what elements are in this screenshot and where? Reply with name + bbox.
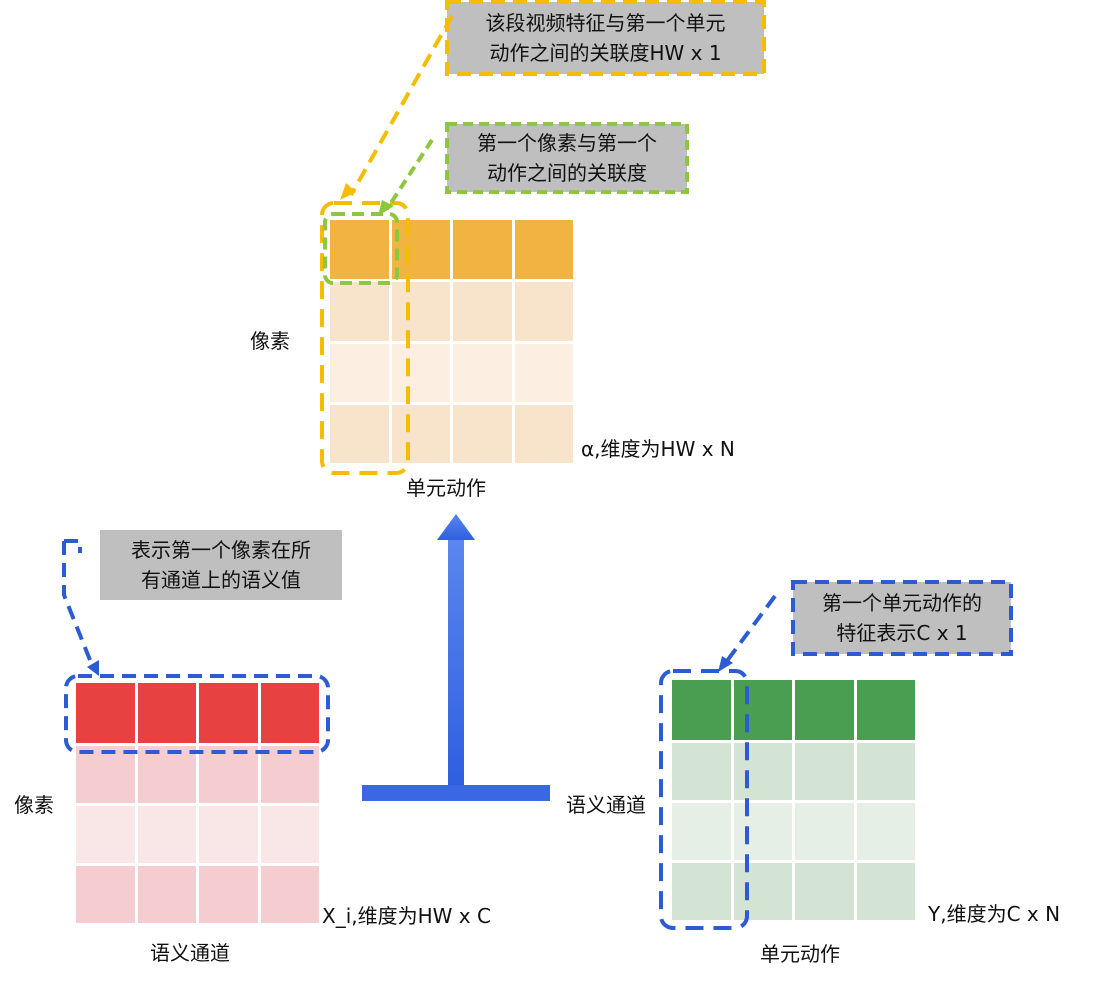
callout-pixel-unit-relation: 第一个像素与第一个 动作之间的关联度 — [447, 124, 687, 192]
pointer-arrow-video — [349, 15, 454, 196]
alpha-row-label: 像素 — [250, 329, 290, 353]
pointer-arrow-semantic-head — [87, 660, 99, 676]
x-cell-r3c3 — [199, 806, 258, 863]
alpha-cell-r3c3 — [453, 343, 512, 402]
y-cell-r2c3 — [795, 743, 854, 800]
x-cell-r3c2 — [137, 806, 196, 863]
pointer-arrow-pixel-head — [378, 200, 394, 216]
x-col-label: 语义通道 — [150, 941, 230, 965]
x-cell-r2c2 — [137, 746, 196, 803]
alpha-matrix — [330, 220, 573, 463]
alpha-cell-r1c3 — [453, 220, 512, 280]
callout-pixel-unit-relation-line1: 第一个像素与第一个 — [477, 131, 657, 155]
alpha-cell-r2c2 — [391, 282, 450, 341]
callout-video-unit-relation-line1: 该段视频特征与第一个单元 — [485, 11, 726, 35]
alpha-cell-r2c4 — [514, 282, 573, 341]
y-row-label: 语义通道 — [566, 793, 646, 817]
alpha-cell-r4c4 — [514, 404, 573, 463]
x-cell-r3c4 — [260, 806, 319, 863]
callout-pixel-semantic-values: 表示第一个像素在所 有通道上的语义值 — [100, 530, 342, 600]
y-cell-r3c1 — [672, 803, 731, 860]
callout-pixel-unit-relation-line2: 动作之间的关联度 — [487, 161, 647, 185]
y-cell-r2c2 — [733, 743, 792, 800]
x-cell-r2c1 — [76, 746, 135, 803]
x-cell-r1c1 — [76, 683, 135, 743]
callout-pixel-semantic-values-line2: 有通道上的语义值 — [141, 568, 301, 592]
y-cell-r1c1 — [672, 680, 731, 740]
callout-pixel-semantic-values-line1: 表示第一个像素在所 — [131, 538, 311, 562]
callout-unit-feature-line1: 第一个单元动作的 — [822, 591, 982, 615]
y-cell-r3c4 — [856, 803, 915, 860]
x-cell-r1c3 — [199, 683, 258, 743]
y-cell-r2c1 — [672, 743, 731, 800]
callout-video-unit-relation: 该段视频特征与第一个单元 动作之间的关联度HW x 1 — [447, 2, 764, 74]
y-cell-r4c1 — [672, 863, 731, 920]
alpha-cell-r1c1 — [330, 220, 389, 280]
alpha-dim-label: α,维度为HW x N — [581, 437, 735, 461]
x-cell-r1c4 — [260, 683, 319, 743]
alpha-cell-r2c3 — [453, 282, 512, 341]
x-cell-r2c4 — [260, 746, 319, 803]
alpha-cell-r3c2 — [391, 343, 450, 402]
y-cell-r3c2 — [733, 803, 792, 860]
y-cell-r1c3 — [795, 680, 854, 740]
x-dim-label: X_i,维度为HW x C — [322, 904, 491, 928]
y-cell-r4c2 — [733, 863, 792, 920]
y-cell-r3c3 — [795, 803, 854, 860]
x-cell-r1c2 — [137, 683, 196, 743]
y-dim-label: Y,维度为C x N — [928, 902, 1061, 926]
up-arrow-t-icon — [362, 514, 550, 801]
alpha-cell-r4c3 — [453, 404, 512, 463]
x-cell-r2c3 — [199, 746, 258, 803]
y-cell-r1c4 — [856, 680, 915, 740]
pointer-arrow-pixel — [385, 138, 434, 211]
pointer-arrow-unit-feature-head — [718, 656, 733, 672]
x-cell-r4c2 — [137, 866, 196, 923]
x-cell-r3c1 — [76, 806, 135, 863]
alpha-cell-r3c4 — [514, 343, 573, 402]
alpha-cell-r2c1 — [330, 282, 389, 341]
y-col-label: 单元动作 — [760, 942, 840, 966]
x-row-label: 像素 — [14, 793, 54, 817]
pointer-arrow-semantic — [62, 539, 96, 671]
y-cell-r2c4 — [856, 743, 915, 800]
x-cell-r4c1 — [76, 866, 135, 923]
y-matrix — [672, 680, 915, 920]
x-matrix — [76, 683, 319, 923]
alpha-cell-r1c2 — [391, 220, 450, 280]
x-cell-r4c4 — [260, 866, 319, 923]
alpha-cell-r4c2 — [391, 404, 450, 463]
pointer-arrow-video-head — [340, 183, 356, 200]
y-cell-r4c4 — [856, 863, 915, 920]
pointer-arrow-unit-feature — [722, 594, 777, 667]
y-cell-r1c2 — [733, 680, 792, 740]
alpha-cell-r1c4 — [514, 220, 573, 280]
alpha-cell-r3c1 — [330, 343, 389, 402]
callout-unit-feature: 第一个单元动作的 特征表示C x 1 — [793, 582, 1011, 654]
alpha-cell-r4c1 — [330, 404, 389, 463]
x-cell-r4c3 — [199, 866, 258, 923]
callout-video-unit-relation-line2: 动作之间的关联度HW x 1 — [489, 41, 722, 65]
alpha-col-label: 单元动作 — [406, 476, 486, 500]
y-cell-r4c3 — [795, 863, 854, 920]
callout-unit-feature-line2: 特征表示C x 1 — [836, 621, 968, 645]
